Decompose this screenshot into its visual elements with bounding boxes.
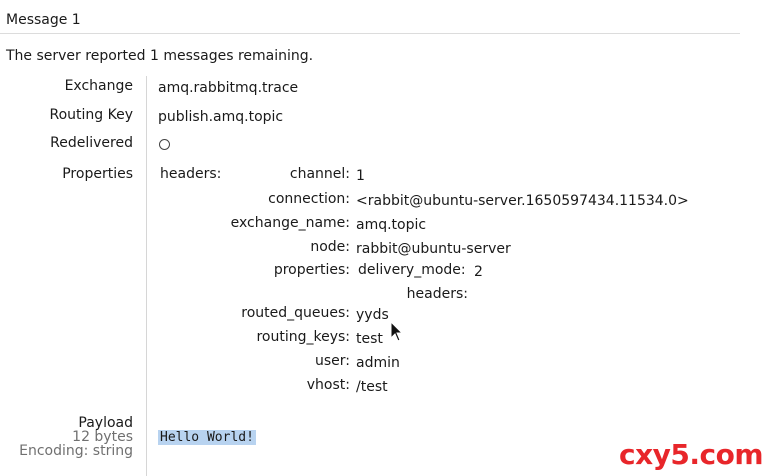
exchange-name-key: exchange_name: (230, 215, 350, 231)
payload-content[interactable]: Hello World! (158, 430, 256, 445)
watermark-logo: cxy5.com (619, 438, 763, 471)
title-divider (0, 33, 740, 34)
redelivered-label: Redelivered (50, 135, 133, 151)
payload-size: 12 bytes (72, 429, 133, 445)
channel-key: channel: (289, 166, 350, 182)
delivery-mode-value: 2 (474, 264, 483, 280)
payload-encoding: Encoding: string (19, 443, 133, 459)
label-column-divider (146, 76, 147, 476)
node-value: rabbit@ubuntu-server (356, 241, 511, 257)
properties-label: Properties (62, 166, 133, 182)
vhost-value: /test (356, 379, 388, 395)
user-value: admin (356, 355, 400, 371)
routing-keys-value: test (356, 331, 383, 347)
inner-headers-key: headers: (406, 286, 468, 302)
channel-value: 1 (356, 168, 365, 184)
routed-queues-value: yyds (356, 307, 389, 323)
node-key: node: (310, 239, 350, 255)
routing-keys-key: routing_keys: (256, 329, 350, 345)
delivery-mode-key: delivery_mode: (358, 262, 466, 278)
connection-key: connection: (268, 191, 350, 207)
routing-key-label: Routing Key (49, 107, 133, 123)
vhost-key: vhost: (306, 377, 350, 393)
exchange-label: Exchange (64, 78, 133, 94)
connection-value: <rabbit@ubuntu-server.1650597434.11534.0… (356, 193, 689, 209)
redelivered-indicator (159, 139, 170, 150)
exchange-value: amq.rabbitmq.trace (158, 80, 299, 96)
routed-queues-key: routed_queues: (241, 305, 350, 321)
mouse-cursor-icon (390, 320, 404, 342)
headers-key: headers: (160, 166, 222, 182)
payload-label: Payload (78, 415, 133, 431)
user-key: user: (314, 353, 350, 369)
exchange-name-value: amq.topic (356, 217, 427, 233)
messages-remaining-summary: The server reported 1 messages remaining… (6, 48, 314, 64)
message-title: Message 1 (6, 12, 81, 28)
routing-key-value: publish.amq.topic (158, 109, 284, 125)
properties-key: properties: (273, 262, 350, 278)
